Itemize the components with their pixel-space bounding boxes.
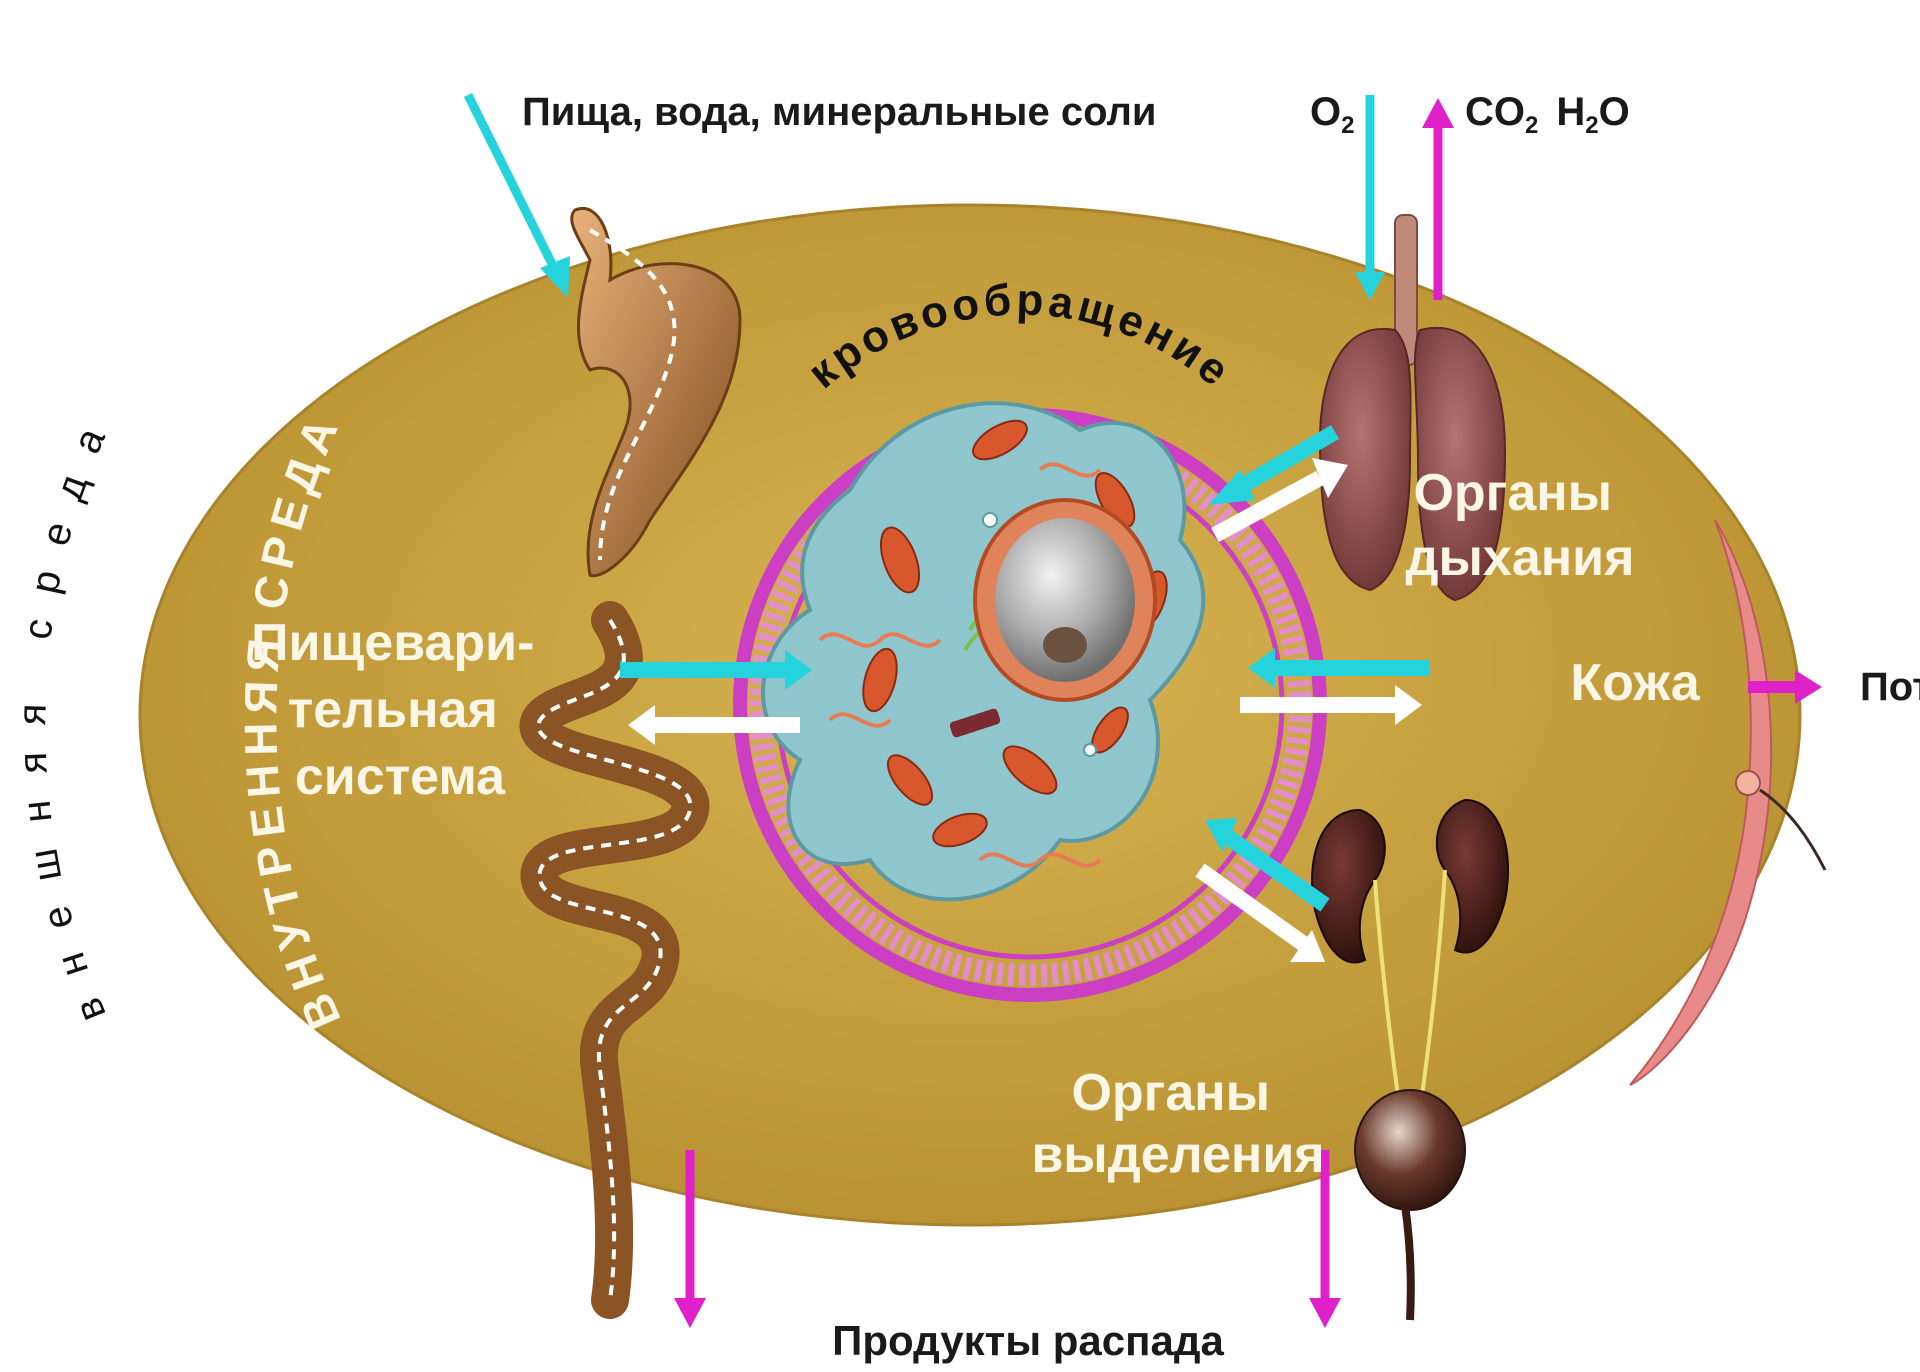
co2-h2o-output-arrow [1422,98,1454,300]
nucleolus [1043,627,1087,663]
decay-products-label: Продукты распада [832,1317,1224,1364]
digestive-system-label: Пищевари- тельная система [251,614,549,806]
vesicle [1084,744,1096,756]
sweat-gland [1736,771,1760,795]
bladder [1355,1090,1465,1210]
external-environment-label: внешняя среда [10,398,124,1028]
sweat-label: Пот [1860,665,1920,709]
left-lung [1320,329,1411,590]
vesicle [983,513,997,527]
food-input-label: Пища, вода, минеральные соли [522,90,1157,134]
urethra [1405,1205,1411,1320]
o2-label: O2 [1310,90,1354,139]
skin-label: Кожа [1570,654,1700,712]
